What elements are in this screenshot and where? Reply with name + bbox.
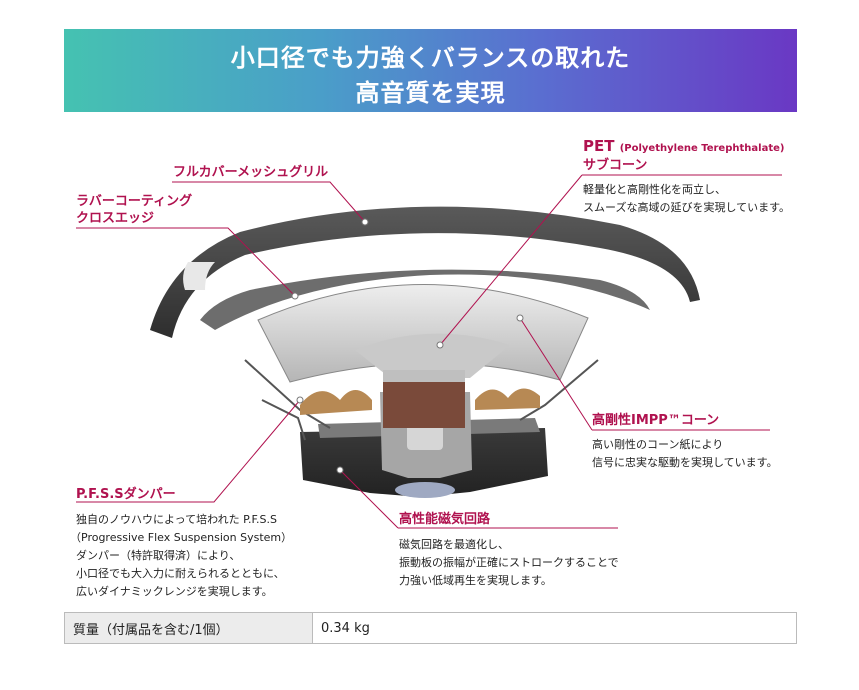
label-mesh-grille: フルカバーメッシュグリル	[173, 165, 329, 180]
label-pet-main: PET	[583, 137, 615, 155]
label-rubber-edge-line1: ラバーコーティング	[76, 194, 193, 209]
label-pet-line2: サブコーン	[583, 158, 648, 173]
magnet-desc-line3: 力強い低域再生を実現します。	[399, 574, 552, 587]
spec-table: 質量（付属品を含む/1個） 0.34 kg	[64, 612, 797, 644]
pfss-desc-line1: 独自のノウハウによって培われた P.F.S.S	[76, 513, 277, 526]
voice-coil	[383, 370, 465, 428]
label-pet-sub: (Polyethylene Terephthalate)	[619, 143, 785, 154]
pfss-desc-line4: 小口径でも大入力に耐えられるとともに、	[76, 567, 285, 580]
pfss-desc-line5: 広いダイナミックレンジを実現します。	[76, 585, 273, 598]
magnet-desc-line2: 振動板の振幅が正確にストロークすることで	[399, 556, 619, 569]
leader-dots	[291, 218, 524, 474]
title-banner: 小口径でも力強くバランスの取れた 高音質を実現	[64, 29, 797, 112]
pfss-desc-line2: （Progressive Flex Suspension System）	[70, 531, 293, 544]
impp-desc-line2: 信号に忠実な駆動を実現しています。	[592, 456, 778, 469]
banner-title-line2: 高音質を実現	[355, 79, 506, 107]
spec-value-weight: 0.34 kg	[321, 620, 370, 636]
magnet-desc-line1: 磁気回路を最適化し、	[399, 538, 509, 551]
pfss-damper	[300, 388, 540, 415]
impp-cone	[257, 284, 589, 383]
label-pfss-damper: P.F.S.Sダンパー	[76, 487, 176, 502]
label-pet-subcone: PET (Polyethylene Terephthalate)	[583, 138, 784, 157]
label-impp-cone: 高剛性IMPP™コーン	[592, 413, 720, 428]
label-rubber-edge-line2: クロスエッジ	[76, 211, 155, 226]
banner-title-line1: 小口径でも力強くバランスの取れた	[230, 44, 631, 72]
impp-desc-line1: 高い剛性のコーン紙により	[592, 438, 724, 451]
label-magnetic-circuit: 高性能磁気回路	[399, 512, 491, 527]
leader-lines	[76, 174, 782, 529]
mesh-grille	[150, 206, 700, 338]
pfss-desc-line3: ダンパー（特許取得済）により、	[76, 549, 241, 562]
pet-desc-line1: 軽量化と高剛性化を両立し、	[583, 183, 726, 196]
spec-key-weight: 質量（付属品を含む/1個）	[65, 613, 313, 643]
pet-desc-line2: スムーズな高域の延びを実現しています。	[583, 201, 791, 214]
